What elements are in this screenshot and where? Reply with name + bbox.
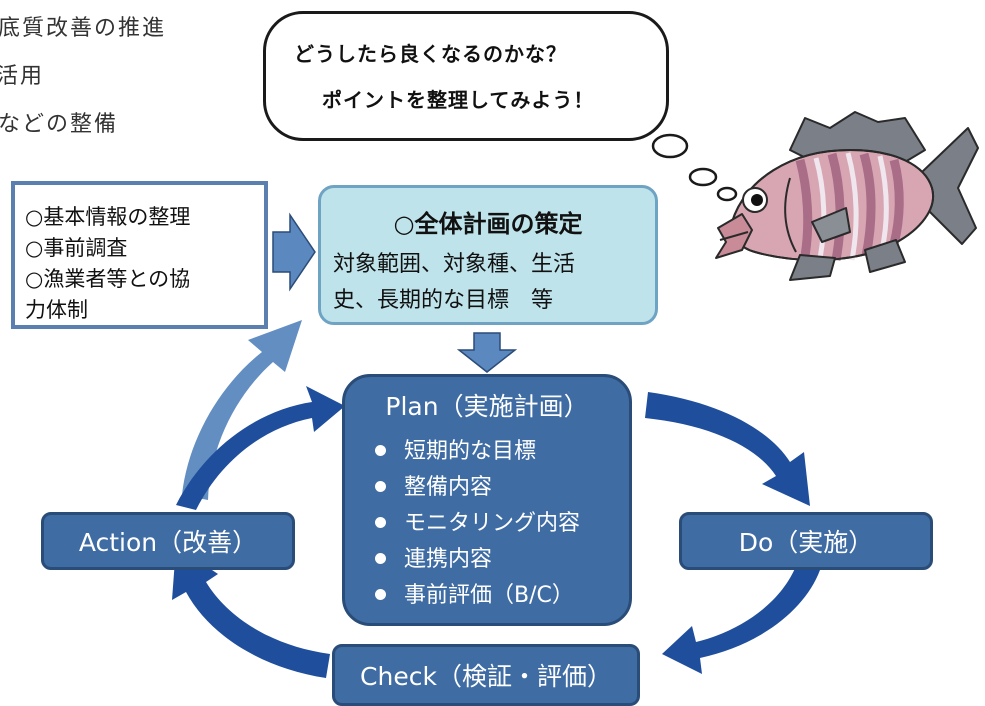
overall-plan-line-1: 対象範囲、対象種、生活 [333, 252, 576, 277]
bullet-icon [375, 480, 386, 492]
partial-text-line-2: 活用 [0, 64, 45, 89]
action-to-plan-arrow [176, 386, 345, 510]
plan-item-label: モニタリング内容 [404, 511, 581, 536]
check-label: Check（検証・評価） [360, 662, 612, 691]
bullet-icon [375, 444, 386, 456]
fish-illustration [715, 111, 979, 281]
do-to-check-arrow [662, 566, 820, 674]
thought-bubble [263, 11, 669, 141]
partial-text-line-1: 底質改善の推進 [0, 16, 167, 41]
thought-circle-small [716, 186, 738, 202]
plan-item: 連携内容 [375, 541, 492, 573]
plan-title: Plan（実施計画） [385, 392, 589, 421]
plan-item: 短期的な目標 [375, 433, 536, 465]
plan-item: 整備内容 [375, 469, 492, 501]
overall-plan-box: ○全体計画の策定 対象範囲、対象種、生活 史、長期的な目標 等 [318, 185, 658, 325]
info-to-plan-arrow [272, 212, 316, 292]
action-box: Action（改善） [41, 512, 295, 570]
check-to-action-arrow [172, 546, 330, 678]
overall-to-plan-arrow [456, 332, 518, 373]
plan-to-do-arrow [645, 392, 810, 506]
check-box: Check（検証・評価） [332, 644, 640, 706]
thought-circle-medium [688, 167, 718, 187]
info-line-2: ○事前調査 [25, 236, 128, 260]
partial-text-line-3: などの整備 [0, 112, 119, 137]
do-label: Do（実施） [738, 528, 874, 557]
plan-item-label: 連携内容 [404, 547, 493, 572]
info-line-1: ○基本情報の整理 [25, 205, 191, 229]
plan-item: 事前評価（B/C） [375, 577, 574, 609]
info-box: ○基本情報の整理 ○事前調査 ○漁業者等との協 力体制 [11, 181, 268, 329]
plan-box: Plan（実施計画） 短期的な目標 整備内容 モニタリング内容 連携内容 事前評… [342, 374, 632, 626]
plan-item-label: 短期的な目標 [404, 439, 537, 464]
overall-plan-line-2: 史、長期的な目標 等 [333, 288, 554, 313]
info-line-3: ○漁業者等との協 [25, 267, 191, 291]
info-line-4: 力体制 [25, 298, 88, 322]
overall-plan-title: ○全体計画の策定 [393, 210, 583, 238]
bullet-icon [375, 588, 386, 600]
plan-item-label: 整備内容 [404, 475, 493, 500]
thought-bubble-line-1: どうしたら良くなるのかな？ [294, 42, 567, 66]
action-label: Action（改善） [78, 528, 258, 557]
plan-item: モニタリング内容 [375, 505, 580, 537]
thought-circle-large [651, 133, 689, 159]
do-box: Do（実施） [679, 512, 933, 570]
thought-bubble-line-2: ポイントを整理してみよう！ [322, 88, 595, 112]
bullet-icon [375, 552, 386, 564]
plan-item-label: 事前評価（B/C） [404, 583, 574, 608]
bullet-icon [375, 516, 386, 528]
